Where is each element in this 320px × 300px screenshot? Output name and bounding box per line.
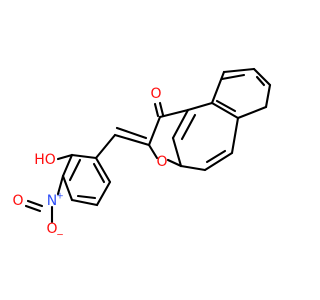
ketone-oxygen-label: O [150,86,161,102]
bond [236,105,268,120]
nitro-nitrogen-charge: + [56,192,64,202]
bond-double [205,149,227,164]
bond [186,101,214,112]
bond-double [68,158,82,182]
bond [264,83,272,109]
bond [61,174,74,202]
molecule-structure: O O HO N + O O − [12,67,272,241]
bond [230,116,240,155]
bond [171,108,190,140]
bond [158,108,190,119]
bond-double [158,101,165,117]
nitro-oxygen-single-label: O [46,221,57,237]
nitro-nitrogen-label: N [47,193,57,209]
bond-double [153,102,160,118]
bond-double [215,99,237,113]
bond [94,133,117,160]
bond [94,156,112,184]
bond-double [92,162,106,184]
nitro-oxygen-charge: − [56,231,64,241]
bond [222,67,256,74]
bond [171,136,183,168]
bond-double [255,75,266,87]
bond [147,143,159,160]
bond [210,101,240,120]
bond [70,198,99,207]
bond [203,151,234,172]
bond [210,70,226,105]
bond [56,174,65,196]
bond [179,164,207,172]
bond [56,153,74,161]
bond-double [24,204,42,213]
hydroxyl-label: HO [34,152,56,168]
bond-double [26,199,44,208]
molecule-diagram: O O HO N + O O − [12,67,272,241]
bond-double [76,194,97,200]
bond [147,115,162,147]
ring-oxygen-label: O [156,154,167,170]
bond [252,67,272,87]
bond [61,153,74,178]
bond-double [180,113,197,141]
bond [113,133,151,147]
bond [166,158,183,168]
bond [70,153,98,160]
nitro-oxygen-double-label: O [12,193,23,209]
bond-double [115,126,148,140]
bond [95,180,112,207]
bond-double [220,73,246,81]
